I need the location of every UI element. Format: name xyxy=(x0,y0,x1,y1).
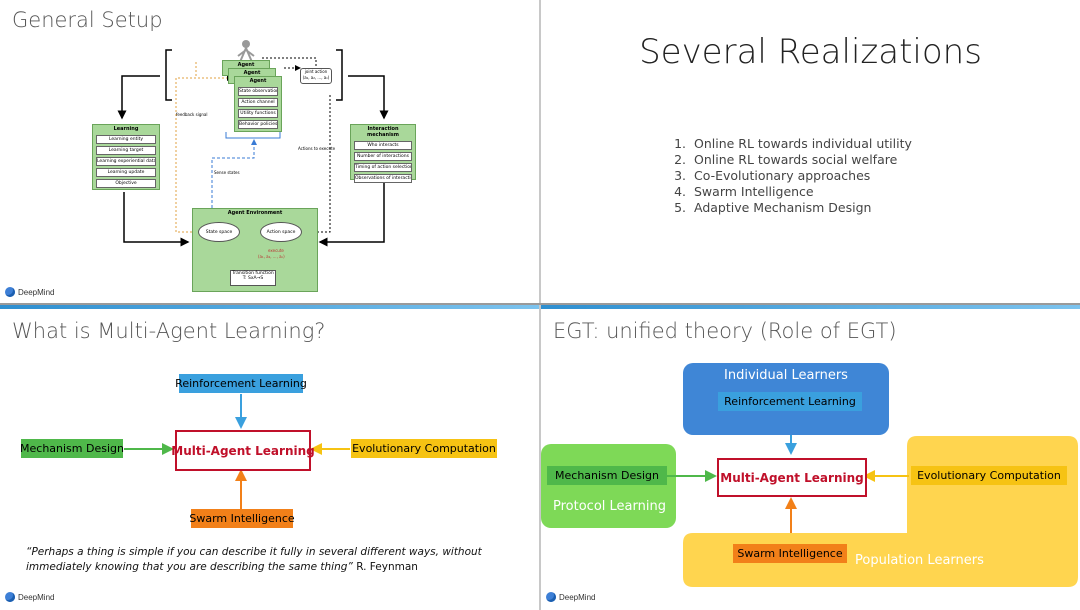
deepmind-logo: DeepMind xyxy=(5,592,54,602)
mal-box: Multi-Agent Learning xyxy=(171,430,315,471)
list-number: 2. xyxy=(674,152,686,167)
slide-what-is-mal: What is Multi-Agent Learning? Reinforcem… xyxy=(0,305,539,608)
actions-label: Actions to execute xyxy=(298,146,336,151)
slide-general-setup: General Setup Agent xyxy=(0,0,539,303)
joint-action-box: joint action (a₁, a₂, ..., aₙ) xyxy=(300,68,332,84)
population-learners-label: Population Learners xyxy=(855,553,984,568)
execute-tuple: (a₁, a₂, ..., aₙ) xyxy=(258,254,285,259)
slide-title: General Setup xyxy=(12,8,163,32)
egt-arrows xyxy=(667,435,909,533)
list-text: Swarm Intelligence xyxy=(694,184,814,199)
list-number: 3. xyxy=(674,168,686,183)
slide-egt-unified: EGT: unified theory (Role of EGT) Indivi… xyxy=(541,305,1080,608)
learning-item: Learning experiential data xyxy=(96,157,156,166)
md-box: Mechanism Design xyxy=(20,439,124,458)
list-text: Online RL towards individual utility xyxy=(694,136,912,151)
execute-label: execute xyxy=(268,248,284,253)
agent-item: Utility functions xyxy=(238,109,278,118)
deepmind-logo: DeepMind xyxy=(5,287,54,297)
deepmind-icon xyxy=(5,287,15,297)
transition-formula: T: SxA→S xyxy=(242,276,264,281)
brand-name: DeepMind xyxy=(18,592,55,602)
si-box: Swarm Intelligence xyxy=(733,544,847,563)
feedback-label: feedback signal xyxy=(176,112,208,117)
slide-top-bar xyxy=(541,305,1080,309)
individual-learners-label: Individual Learners xyxy=(724,368,848,383)
mal-box: Multi-Agent Learning xyxy=(717,458,867,497)
list-item: 4. Swarm Intelligence xyxy=(666,184,912,200)
transition-label: Transition function xyxy=(232,271,274,276)
deepmind-icon xyxy=(546,592,556,602)
interaction-header: Interaction mechanism xyxy=(367,126,399,138)
deepmind-icon xyxy=(5,592,15,602)
deepmind-logo: DeepMind xyxy=(546,592,595,602)
learning-item: Learning entity xyxy=(96,135,156,144)
learning-item: Objective xyxy=(96,179,156,188)
mal-arrows xyxy=(124,394,350,509)
list-number: 1. xyxy=(674,136,686,151)
agent-box: Agent State observations Action channel … xyxy=(234,76,282,132)
slide-title: Several Realizations xyxy=(639,32,982,72)
interaction-item: Number of interactions xyxy=(354,152,412,161)
ec-box: Evolutionary Computation xyxy=(911,466,1067,485)
general-setup-diagram xyxy=(117,40,389,281)
vertical-divider xyxy=(539,0,541,610)
learning-header: Learning xyxy=(113,126,139,132)
slide-several-realizations: Several Realizations 1. Online RL towards… xyxy=(541,0,1080,303)
interaction-item: Observations of interactions xyxy=(354,174,412,183)
protocol-learning-panel: Protocol Learning xyxy=(541,444,676,528)
agent-stack-label: Agent xyxy=(243,70,261,76)
si-box: Swarm Intelligence xyxy=(189,509,295,528)
rl-box: Reinforcement Learning xyxy=(718,392,862,411)
learning-item: Learning update xyxy=(96,168,156,177)
interaction-box: Interaction mechanism Who interacts Numb… xyxy=(350,124,416,183)
environment-header: Agent Environment xyxy=(227,210,283,216)
agent-item: State observations xyxy=(238,87,278,96)
realizations-list: 1. Online RL towards individual utility 2… xyxy=(666,136,912,216)
md-box: Mechanism Design xyxy=(547,466,667,485)
list-number: 5. xyxy=(674,200,686,215)
sense-label: Sense states xyxy=(214,170,240,175)
list-item: 1. Online RL towards individual utility xyxy=(666,136,912,152)
slide-top-bar xyxy=(0,305,539,309)
slide-title: EGT: unified theory (Role of EGT) xyxy=(553,319,897,343)
list-item: 5. Adaptive Mechanism Design xyxy=(666,200,912,216)
ec-box: Evolutionary Computation xyxy=(351,439,497,458)
transition-box: Transition function T: SxA→S xyxy=(230,270,276,286)
list-item: 3. Co-Evolutionary approaches xyxy=(666,168,912,184)
learning-box: Learning Learning entity Learning target… xyxy=(92,124,160,190)
brand-name: DeepMind xyxy=(559,592,596,602)
protocol-learning-label: Protocol Learning xyxy=(553,499,666,514)
feynman-quote: “Perhaps a thing is simple if you can de… xyxy=(26,545,482,575)
quote-author: R. Feynman xyxy=(356,561,418,573)
list-text: Online RL towards social welfare xyxy=(694,152,898,167)
agent-header: Agent xyxy=(249,78,267,84)
agent-item: Action channel xyxy=(238,98,278,107)
horizontal-divider xyxy=(0,303,1080,305)
list-text: Co-Evolutionary approaches xyxy=(694,168,871,183)
action-space-cloud: Action space xyxy=(260,222,302,242)
quote-line: immediately knowing that you are describ… xyxy=(26,561,353,573)
state-space-cloud: State space xyxy=(198,222,240,242)
agent-stack-label: Agent xyxy=(237,62,255,68)
slide-title: What is Multi-Agent Learning? xyxy=(12,319,326,343)
list-text: Adaptive Mechanism Design xyxy=(694,200,872,215)
brand-name: DeepMind xyxy=(18,287,55,297)
interaction-item: Who interacts xyxy=(354,141,412,150)
rl-box: Reinforcement Learning xyxy=(175,374,307,393)
quote-line: “Perhaps a thing is simple if you can de… xyxy=(26,546,482,558)
agent-item: Behavior policies xyxy=(238,120,278,129)
interaction-item: Timing of action selections xyxy=(354,163,412,172)
list-number: 4. xyxy=(674,184,686,199)
learning-item: Learning target xyxy=(96,146,156,155)
list-item: 2. Online RL towards social welfare xyxy=(666,152,912,168)
